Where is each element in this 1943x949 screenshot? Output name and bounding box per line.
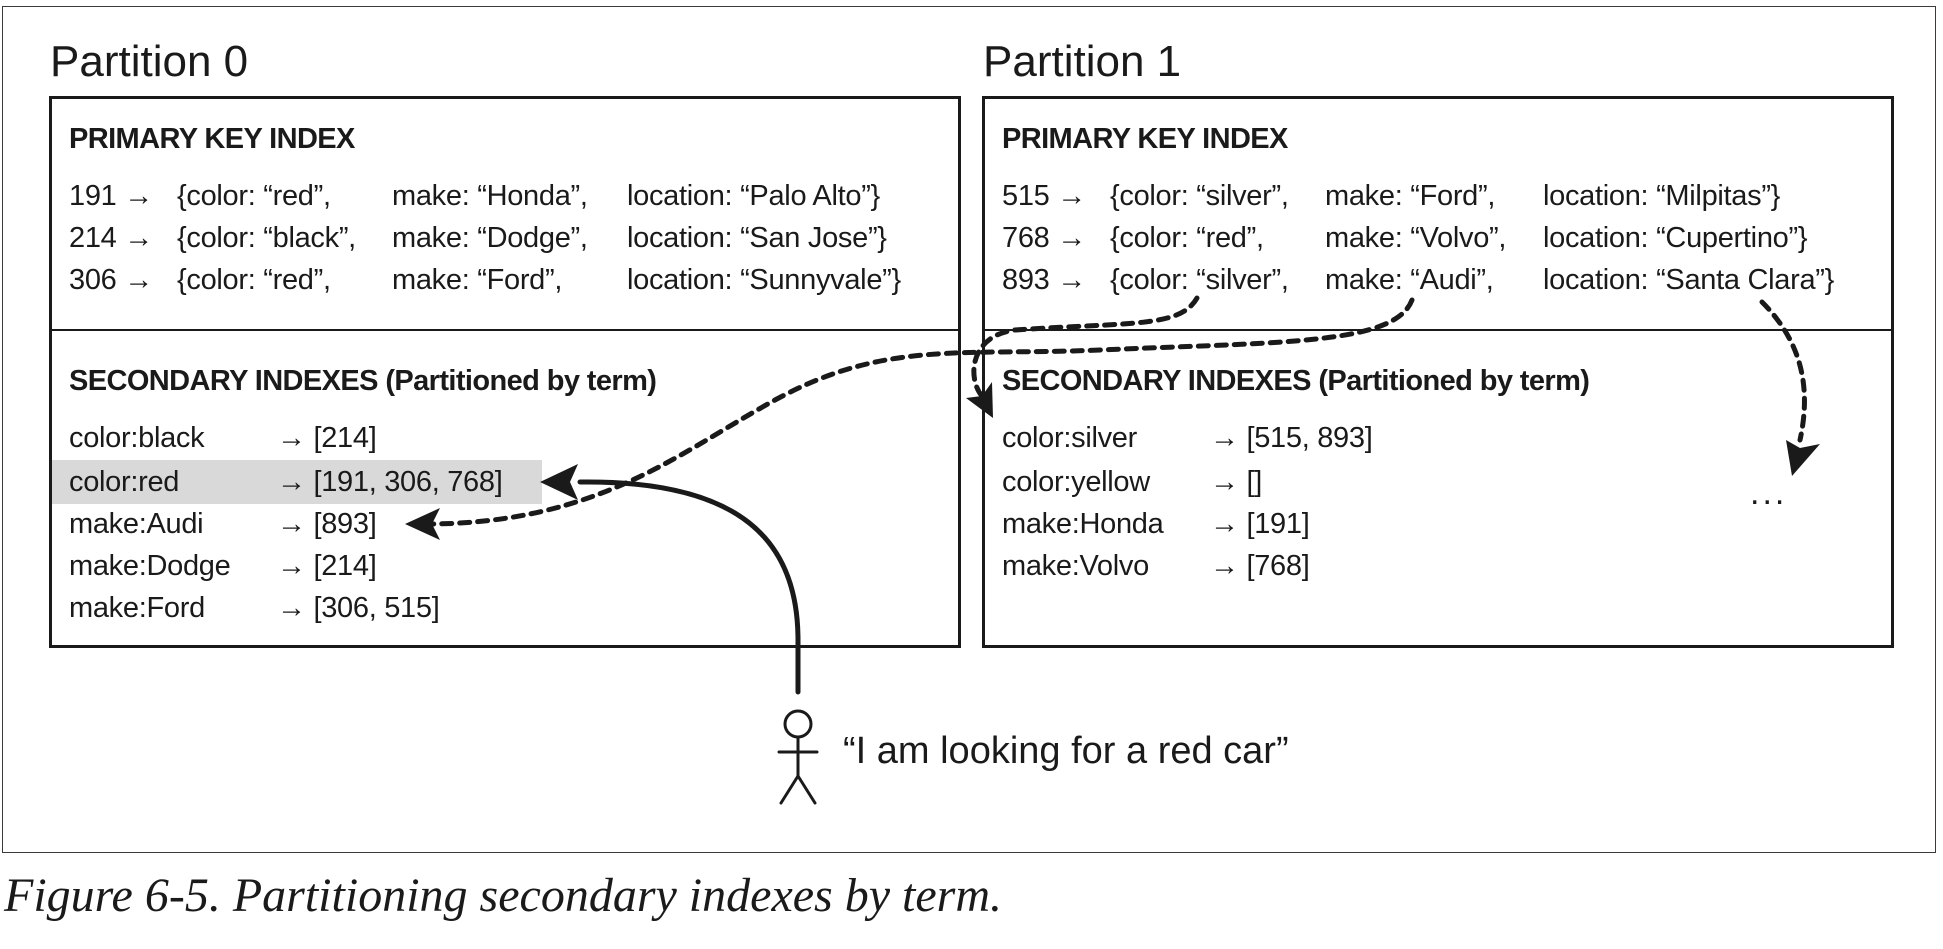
index-term: make:Ford — [69, 592, 205, 624]
primary-key-index-heading: PRIMARY KEY INDEX — [1002, 123, 1288, 155]
arrow-icon — [577, 479, 801, 695]
index-term: color:yellow — [1002, 466, 1150, 498]
user-quote: “I am looking for a red car” — [843, 730, 1289, 772]
posting-list: → [] — [1210, 466, 1262, 498]
secondary-indexes-heading: SECONDARY INDEXES (Partitioned by term) — [69, 365, 657, 397]
index-term: color:red — [69, 466, 180, 498]
highlighted-row-background — [52, 460, 542, 504]
arrow-icon — [1759, 299, 1807, 443]
arrow-icon — [540, 464, 578, 500]
location-value: location: “Palo Alto”} — [627, 180, 880, 212]
color-value: {color: “silver”, — [1110, 180, 1289, 212]
primary-key: 768 → — [1002, 222, 1086, 254]
figure-caption: Figure 6-5. Partitioning secondary index… — [4, 869, 1003, 922]
primary-key: 893 → — [1002, 264, 1086, 296]
index-divider — [52, 329, 958, 331]
primary-key: 191 → — [69, 180, 153, 212]
posting-list: → [768] — [1210, 550, 1310, 582]
color-value: {color: “red”, — [1110, 222, 1264, 254]
index-term: make:Honda — [1002, 508, 1164, 540]
stick-figure-icon — [777, 709, 819, 805]
posting-list: → [306, 515] — [277, 592, 440, 624]
posting-list: → [515, 893] — [1210, 422, 1373, 454]
partition-1-box: PRIMARY KEY INDEX 515 → {color: “silver”… — [982, 96, 1894, 648]
location-value: location: “Santa Clara”} — [1543, 264, 1835, 296]
index-term: color:silver — [1002, 422, 1137, 454]
posting-list: → [191, 306, 768] — [277, 466, 503, 498]
make-value: make: “Ford”, — [392, 264, 563, 296]
arrow-icon — [429, 297, 1415, 527]
make-value: make: “Honda”, — [392, 180, 588, 212]
posting-list: → [214] — [277, 550, 377, 582]
index-divider — [985, 329, 1891, 331]
more-terms-ellipsis: ... — [1750, 474, 1788, 512]
partition-0-box: PRIMARY KEY INDEX 191 → {color: “red”, m… — [49, 96, 961, 648]
arrow-icon — [971, 295, 1200, 399]
primary-key: 306 → — [69, 264, 153, 296]
partition-1-title: Partition 1 — [983, 37, 1182, 86]
color-value: {color: “red”, — [177, 180, 331, 212]
figure-frame — [2, 6, 1936, 853]
partition-0-title: Partition 0 — [50, 37, 249, 86]
posting-list: → [191] — [1210, 508, 1310, 540]
location-value: location: “Cupertino”} — [1543, 222, 1808, 254]
make-value: make: “Ford”, — [1325, 180, 1496, 212]
location-value: location: “Milpitas”} — [1543, 180, 1781, 212]
index-term: make:Volvo — [1002, 550, 1149, 582]
color-value: {color: “silver”, — [1110, 264, 1289, 296]
posting-list: → [893] — [277, 508, 377, 540]
primary-key: 214 → — [69, 222, 153, 254]
primary-key-index-heading: PRIMARY KEY INDEX — [69, 123, 355, 155]
arrow-icon — [966, 382, 993, 418]
location-value: location: “Sunnyvale”} — [627, 264, 901, 296]
make-value: make: “Volvo”, — [1325, 222, 1507, 254]
color-value: {color: “red”, — [177, 264, 331, 296]
arrow-icon — [1786, 440, 1820, 476]
arrow-icon — [405, 508, 440, 540]
posting-list: → [214] — [277, 422, 377, 454]
location-value: location: “San Jose”} — [627, 222, 887, 254]
make-value: make: “Dodge”, — [392, 222, 588, 254]
index-term: make:Dodge — [69, 550, 231, 582]
primary-key: 515 → — [1002, 180, 1086, 212]
secondary-indexes-heading: SECONDARY INDEXES (Partitioned by term) — [1002, 365, 1590, 397]
index-term: color:black — [69, 422, 205, 454]
color-value: {color: “black”, — [177, 222, 356, 254]
index-term: make:Audi — [69, 508, 204, 540]
make-value: make: “Audi”, — [1325, 264, 1494, 296]
